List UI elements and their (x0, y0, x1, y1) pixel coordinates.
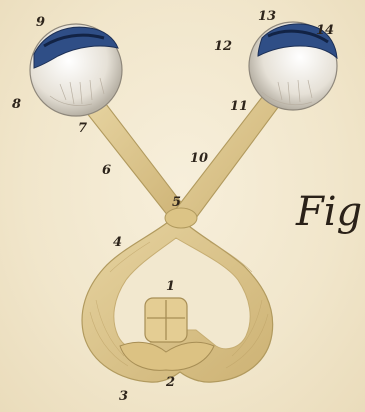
label-2: 2 (166, 376, 175, 389)
optic-chiasm (165, 208, 197, 228)
label-10: 10 (190, 152, 208, 165)
label-6: 6 (102, 164, 111, 177)
label-4: 4 (113, 236, 122, 249)
label-1: 1 (166, 280, 175, 293)
label-9: 9 (36, 16, 45, 29)
label-8: 8 (12, 98, 21, 111)
left-eyeball (30, 24, 122, 116)
label-12: 12 (214, 40, 232, 53)
label-13: 13 (258, 10, 276, 23)
label-14: 14 (316, 24, 334, 37)
label-3: 3 (119, 390, 128, 403)
right-optic-nerve (172, 92, 282, 226)
label-7: 7 (78, 122, 87, 135)
label-5: 5 (172, 196, 181, 209)
label-11: 11 (230, 100, 248, 113)
figure-caption: Fig. (296, 192, 365, 232)
